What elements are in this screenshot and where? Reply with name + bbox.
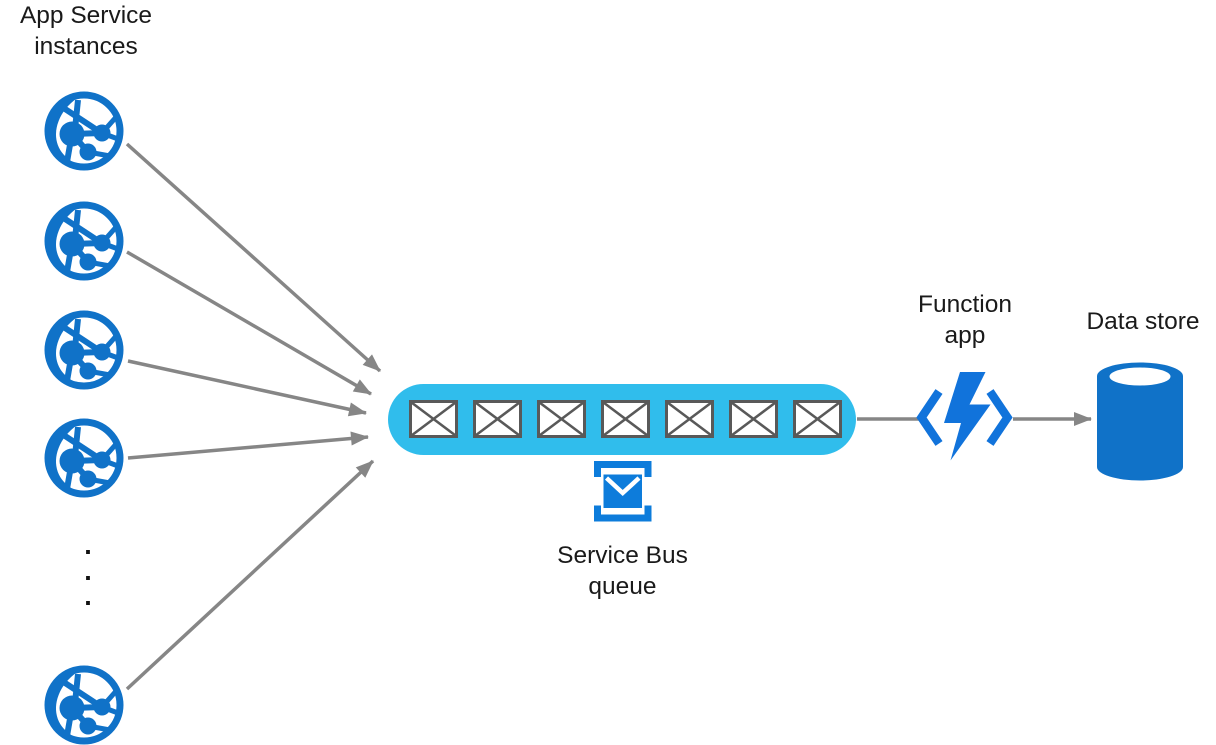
- more-instances-ellipsis: . . .: [78, 530, 98, 611]
- ellipsis-dot: .: [84, 530, 92, 560]
- arrow-line: [125, 459, 375, 691]
- app-service-icon: [48, 422, 120, 494]
- ellipsis-dot: .: [84, 581, 92, 611]
- app-service-icon: [48, 205, 120, 277]
- right-angle-bracket-icon: [986, 389, 1013, 446]
- message-envelope-icon: [729, 400, 778, 438]
- message-envelope-icon: [601, 400, 650, 438]
- arrow-line: [126, 250, 372, 396]
- message-envelope-icon: [793, 400, 842, 438]
- lightning-bolt-icon: [944, 372, 991, 461]
- app-service-icon: [48, 669, 120, 741]
- arrow-line: [127, 359, 367, 417]
- data-store-label: Data store: [1086, 308, 1200, 335]
- instance-to-queue-arrows: [125, 142, 382, 691]
- message-envelope-icon: [537, 400, 586, 438]
- service-bus-queue-label: Service Bus queue: [557, 542, 688, 600]
- service-bus-icon: [594, 461, 652, 522]
- app-service-instances-label: App Service instances: [19, 2, 153, 60]
- app-service-icon: [48, 95, 120, 167]
- left-angle-bracket-icon: [916, 389, 943, 446]
- message-envelope-icon: [473, 400, 522, 438]
- function-app-label: Function app: [918, 291, 1012, 349]
- ellipsis-dot: .: [84, 555, 92, 586]
- arrow-line: [125, 142, 382, 373]
- app-service-icon: [48, 314, 120, 386]
- arrow-line: [127, 431, 369, 460]
- message-envelope-icon: [409, 400, 458, 438]
- message-envelope-icon: [665, 400, 714, 438]
- function-app-icon: [916, 372, 1013, 461]
- data-store-icon: [1097, 362, 1183, 481]
- app-service-instances: [48, 95, 120, 741]
- queue-messages: [409, 400, 842, 438]
